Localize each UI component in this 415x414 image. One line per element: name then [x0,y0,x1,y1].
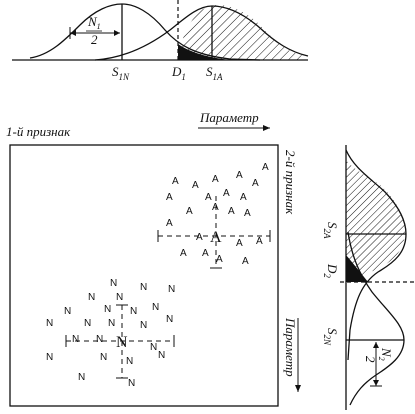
class-a-point: A [262,162,269,173]
class-a-point: A [212,202,219,213]
n1-half-denominator: 2 [91,32,98,47]
class-a-point: A [172,176,179,187]
top-distribution-graph: N1 2 S1N D1 S1A [12,0,309,82]
class-n-point: N [158,350,165,361]
class-n-point: N [84,318,91,329]
class-a-point: A [166,218,173,229]
feature2-label: 2-й признак [283,150,298,215]
class-n-point: N [126,356,133,367]
n1-half-numerator: N1 [87,14,101,31]
param-top-label: Параметр [199,110,259,125]
top-hatched-area-a [178,4,305,60]
param-right-arrowhead [295,385,301,392]
class-a-point: A [236,170,243,181]
class-a-point: A [244,208,251,219]
class-a-point: A [242,256,249,267]
class-n-point: N [110,278,117,289]
d1-label: D1 [171,64,186,82]
class-a-point: A [192,180,199,191]
right-distribution-graph: N2 2 S2A D2 S2N [322,145,415,410]
class-n-point: N [88,292,95,303]
n-cluster-center: N [116,334,128,351]
class-a-point: A [196,232,203,243]
class-n-point: N [96,334,103,345]
feature1-label: 1-й признак [6,124,71,139]
s1a-label: S1A [206,64,223,82]
class-a-point: A [180,248,187,259]
arrowhead-up [373,342,379,348]
class-a-point: A [228,206,235,217]
class-n-point: N [140,282,147,293]
class-n-point: N [168,284,175,295]
arrowhead-left [70,30,76,36]
right-hatched-area-a [346,160,405,282]
class-a-point: A [205,192,212,203]
s2n-label: S2N [322,328,340,346]
class-a-point: A [256,236,263,247]
class-n-point: N [46,352,53,363]
class-a-point: A [240,192,247,203]
class-n-point: N [130,306,137,317]
s2a-label: S2A [322,222,340,239]
s1n-label: S1N [112,64,130,82]
param-top-arrowhead [263,125,270,131]
class-a-point: A [166,192,173,203]
scatter-frame [9,144,279,407]
top-black-tail [178,44,230,60]
n2-half-numerator: N2 [377,347,394,361]
class-a-point: A [186,206,193,217]
class-n-point: N [108,318,115,329]
arrowhead-right [114,30,120,36]
class-n-point: N [150,342,157,353]
class-n-point: N [78,372,85,383]
class-n-point: N [166,314,173,325]
param-right-label: Параметр [283,317,298,377]
class-a-point: A [216,254,223,265]
n2-half-denominator: 2 [363,356,378,363]
class-n-point: N [140,320,147,331]
class-n-point: N [64,306,71,317]
class-n-point: N [128,378,135,389]
class-n-point: N [152,302,159,313]
class-a-point: A [236,238,243,249]
class-a-point: A [202,248,209,259]
class-n-point: N [46,318,53,329]
right-black-tail [346,255,368,282]
a-cluster-center: A [210,229,222,246]
class-n-point: N [100,352,107,363]
scatter-plot: 1-й признак Параметр 2-й признак Парамет… [6,110,301,407]
class-a-point: A [252,178,259,189]
arrowhead-down [373,380,379,386]
class-a-point: A [212,174,219,185]
class-n-point: N [72,334,79,345]
class-n-point: N [104,304,111,315]
d2-label: D2 [322,263,340,278]
class-a-point: A [223,188,230,199]
class-n-point: N [116,292,123,303]
